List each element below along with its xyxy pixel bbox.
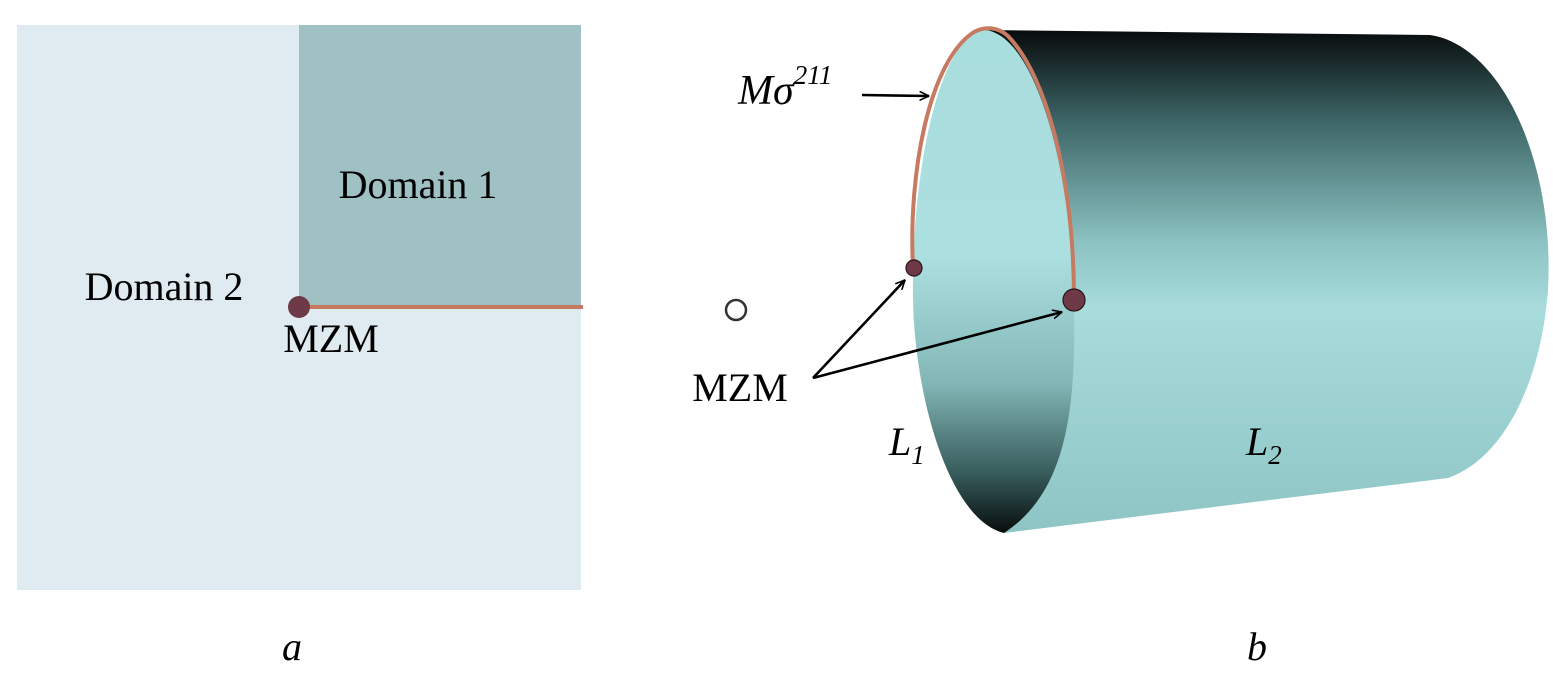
panel-a: Domain 1 Domain 2 MZM a <box>17 25 583 669</box>
l1-label: L1 <box>888 419 925 470</box>
l2-label: L2 <box>1245 419 1282 470</box>
l2-symbol: L <box>1245 419 1268 464</box>
mzm-label-a: MZM <box>283 316 379 361</box>
mzm-dot-right <box>1062 288 1086 312</box>
mzm-dot <box>288 296 310 318</box>
l1-symbol: L <box>888 419 911 464</box>
sigma-symbol: σ <box>773 68 796 114</box>
panel-b: Mσ211 MZM L1 L2 b <box>692 26 1549 669</box>
l2-subscript: 2 <box>1268 440 1282 470</box>
cylinder-inner-surface <box>912 30 1075 533</box>
m-symbol: M <box>737 68 775 114</box>
caption-a: a <box>282 624 302 669</box>
m-sigma-label: Mσ211 <box>737 60 832 114</box>
m-sigma-arrow <box>861 95 929 96</box>
mzm-label-b: MZM <box>692 365 788 410</box>
cylinder-outer-surface <box>984 30 1549 533</box>
mzm-arrow-left <box>812 280 905 379</box>
mzm-arrow-right <box>812 312 1062 380</box>
superscript-211: 211 <box>794 60 833 90</box>
mzm-dot-left <box>905 259 923 277</box>
edge-curve <box>910 26 1076 301</box>
domain-2-label: Domain 2 <box>85 264 244 309</box>
domain-1-label: Domain 1 <box>339 162 498 207</box>
caption-b: b <box>1247 624 1267 669</box>
l1-subscript: 1 <box>911 440 925 470</box>
domain-1-region <box>299 25 581 307</box>
hollow-marker <box>724 298 748 322</box>
